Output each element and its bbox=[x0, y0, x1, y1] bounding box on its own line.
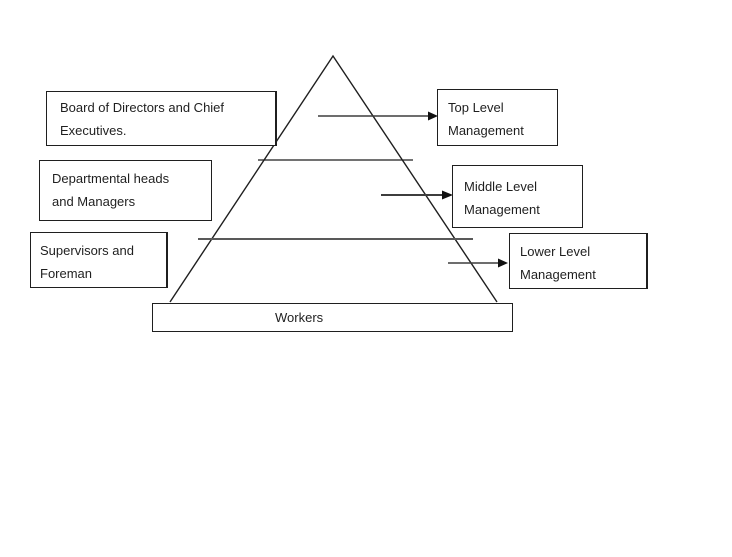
label-line: Management bbox=[464, 202, 540, 217]
pyramid-triangle bbox=[169, 54, 498, 303]
arrow-to-top-level bbox=[318, 111, 438, 121]
middle-level-management-box: Middle Level Management bbox=[452, 165, 583, 228]
supervisors-foreman-label-box: Supervisors and Foreman bbox=[30, 232, 168, 288]
arrow-head-icon bbox=[442, 190, 453, 200]
label-line: Management bbox=[448, 123, 524, 138]
label-line: Supervisors and bbox=[40, 243, 134, 258]
label-line: Foreman bbox=[40, 266, 93, 281]
workers-box: Workers bbox=[152, 303, 513, 332]
arrow-to-lower-level bbox=[448, 258, 508, 268]
arrow-head-icon bbox=[428, 111, 438, 121]
arrow-head-icon bbox=[498, 258, 508, 268]
label-line: Departmental heads bbox=[52, 171, 170, 186]
arrow-to-middle-level bbox=[381, 190, 453, 200]
label-line: and Managers bbox=[52, 194, 136, 209]
departmental-heads-label-box: Departmental heads and Managers bbox=[39, 160, 212, 221]
label-line: Management bbox=[520, 267, 596, 282]
label-line: Middle Level bbox=[464, 179, 537, 194]
label-line: Top Level bbox=[448, 100, 504, 115]
lower-level-management-box: Lower Level Management bbox=[509, 233, 648, 289]
label-line: Lower Level bbox=[520, 244, 591, 259]
board-of-directors-label-box: Board of Directors and Chief Executives. bbox=[46, 91, 277, 146]
label-line: Workers bbox=[275, 310, 324, 325]
label-line: Board of Directors and Chief bbox=[60, 100, 225, 115]
top-level-management-box: Top Level Management bbox=[437, 89, 558, 146]
label-line: Executives. bbox=[60, 123, 127, 138]
